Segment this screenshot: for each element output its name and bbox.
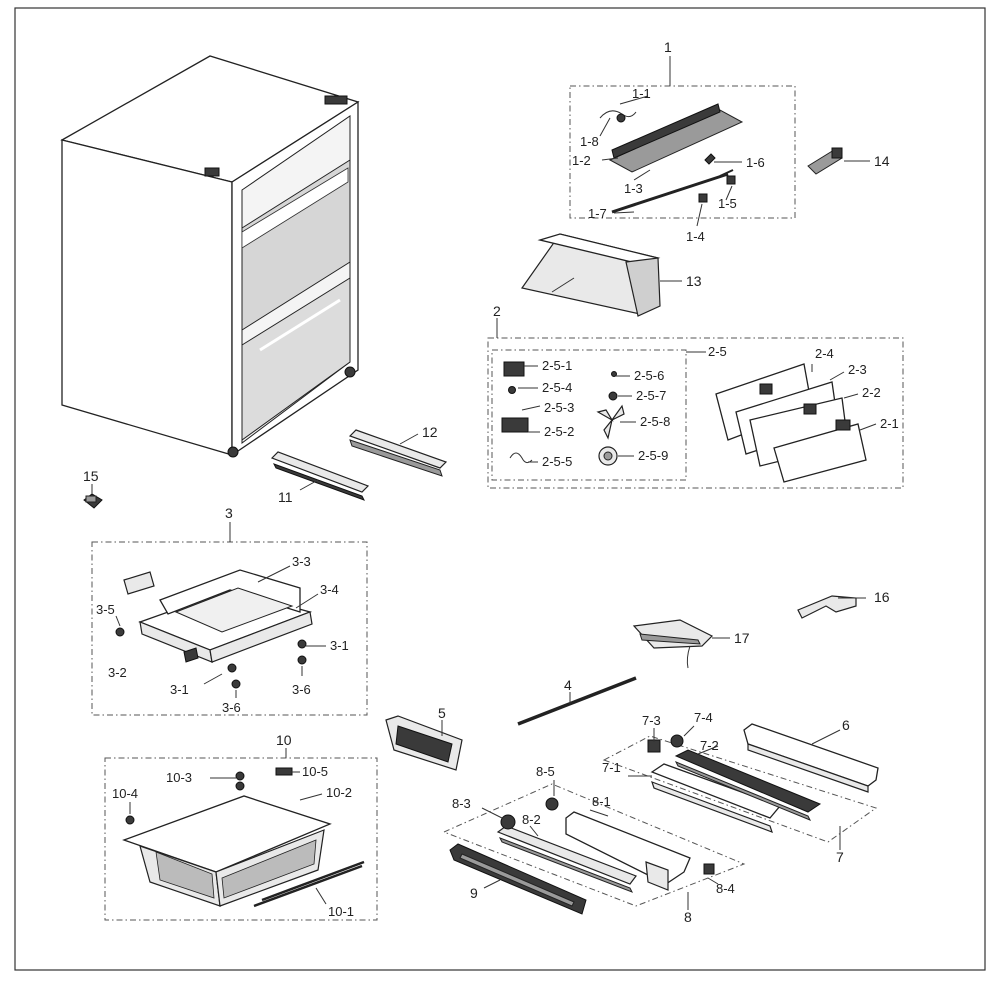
group-8-parts — [496, 797, 715, 893]
outer-frame — [14, 7, 986, 971]
label-2-5: 2-5 — [708, 344, 727, 359]
label-1-7: 1-7 — [588, 206, 607, 221]
label-3-3: 3-3 — [292, 554, 311, 569]
group-2-5-box — [491, 349, 687, 481]
label-3-1-right: 3-1 — [330, 638, 349, 653]
label-7-1: 7-1 — [602, 760, 621, 775]
label-7-4: 7-4 — [694, 710, 713, 725]
label-8-3: 8-3 — [452, 796, 471, 811]
label-17: 17 — [734, 630, 750, 646]
group-2-parts — [501, 361, 867, 483]
label-2-5-9: 2-5-9 — [638, 448, 668, 463]
label-10: 10 — [276, 732, 292, 748]
refrigerator-cabinet — [60, 55, 360, 458]
label-7-2: 7-2 — [700, 738, 719, 753]
part-14 — [807, 147, 843, 175]
label-6: 6 — [842, 717, 850, 733]
label-2-5-4: 2-5-4 — [542, 380, 572, 395]
label-7: 7 — [836, 849, 844, 865]
label-3-6-left: 3-6 — [222, 700, 241, 715]
label-10-4: 10-4 — [112, 786, 138, 801]
label-2-5-6: 2-5-6 — [634, 368, 664, 383]
part-17-heater — [632, 619, 714, 669]
group-7-parts — [647, 734, 822, 834]
label-3-5: 3-5 — [96, 602, 115, 617]
group-1-box — [569, 85, 796, 219]
label-2-4: 2-4 — [815, 346, 834, 361]
label-2-1: 2-1 — [880, 416, 899, 431]
label-2-5-7: 2-5-7 — [636, 388, 666, 403]
label-10-1: 10-1 — [328, 904, 354, 919]
part-13-duct — [520, 233, 661, 317]
label-1-6: 1-6 — [746, 155, 765, 170]
group-8-box — [442, 783, 746, 907]
part-15 — [83, 493, 103, 509]
part-5-cover — [385, 715, 463, 771]
label-1-8: 1-8 — [580, 134, 599, 149]
group-1-parts — [599, 103, 744, 214]
label-8-5: 8-5 — [536, 764, 555, 779]
label-1-5: 1-5 — [718, 196, 737, 211]
label-8: 8 — [684, 909, 692, 925]
callout-labels: 1 1-1 1-8 1-2 1-3 1-6 1-5 1-7 1-4 14 13 … — [83, 39, 899, 925]
label-11: 11 — [278, 489, 293, 505]
part-6-rail — [743, 723, 879, 793]
label-4: 4 — [564, 677, 572, 693]
label-12: 12 — [422, 424, 438, 440]
group-10-box — [104, 757, 378, 921]
label-16: 16 — [874, 589, 890, 605]
label-8-2: 8-2 — [522, 812, 541, 827]
label-2-5-5: 2-5-5 — [542, 454, 572, 469]
label-2-5-3: 2-5-3 — [544, 400, 574, 415]
part-9-bracket — [449, 843, 587, 915]
part-4-rod — [517, 676, 637, 726]
part-11-rail — [270, 451, 370, 501]
label-3-1-left: 3-1 — [170, 682, 189, 697]
label-7-3: 7-3 — [642, 713, 661, 728]
label-2-5-1: 2-5-1 — [542, 358, 572, 373]
label-1: 1 — [664, 39, 672, 55]
label-9: 9 — [470, 885, 478, 901]
label-14: 14 — [874, 153, 890, 169]
label-3-2: 3-2 — [108, 665, 127, 680]
group-7-box — [602, 735, 878, 843]
label-1-3: 1-3 — [624, 181, 643, 196]
label-3: 3 — [225, 505, 233, 521]
label-8-4: 8-4 — [716, 881, 735, 896]
label-10-5: 10-5 — [302, 764, 328, 779]
part-12-rail — [348, 429, 448, 477]
label-15: 15 — [83, 468, 99, 484]
label-2: 2 — [493, 303, 501, 319]
label-10-2: 10-2 — [326, 785, 352, 800]
label-1-2: 1-2 — [572, 153, 591, 168]
label-13: 13 — [686, 273, 702, 289]
label-2-2: 2-2 — [862, 385, 881, 400]
group-10-bin — [122, 767, 365, 908]
label-1-1: 1-1 — [632, 86, 651, 101]
label-2-3: 2-3 — [848, 362, 867, 377]
group-2-box — [487, 337, 904, 489]
label-8-1: 8-1 — [592, 794, 611, 809]
label-2-5-2: 2-5-2 — [544, 424, 574, 439]
label-3-4: 3-4 — [320, 582, 339, 597]
part-16-bracket — [797, 595, 857, 619]
label-2-5-8: 2-5-8 — [640, 414, 670, 429]
label-1-4: 1-4 — [686, 229, 705, 244]
label-3-6-right: 3-6 — [292, 682, 311, 697]
label-10-3: 10-3 — [166, 770, 192, 785]
group-3-tray — [115, 569, 313, 689]
label-5: 5 — [438, 705, 446, 721]
